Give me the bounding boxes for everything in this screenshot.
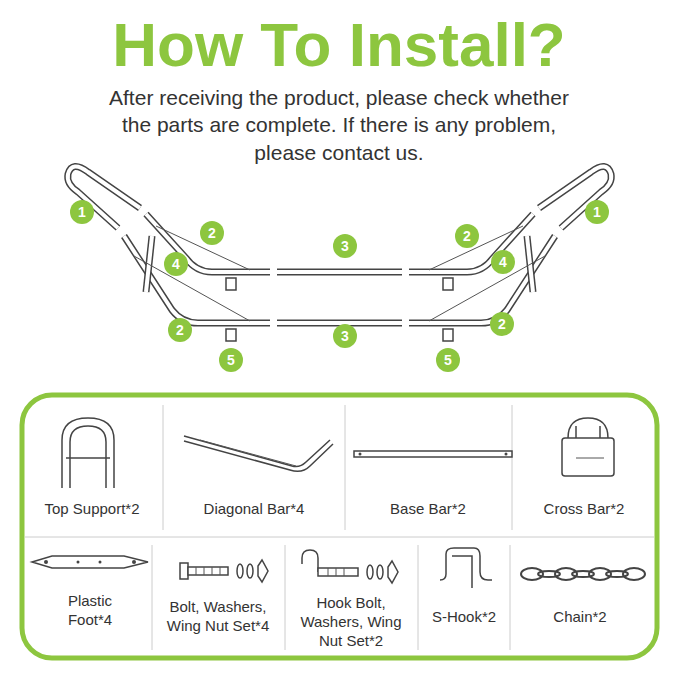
callout-number: 2	[168, 318, 192, 342]
callout-number: 5	[219, 348, 243, 372]
hook-bolt-icon	[302, 550, 398, 583]
cross-bar-icon	[562, 418, 614, 476]
callout-number: 4	[491, 250, 515, 274]
part-name: Chain*2	[520, 608, 640, 627]
callout-number: 3	[333, 324, 357, 348]
s-hook-icon	[440, 548, 492, 588]
callout-number: 2	[455, 224, 479, 248]
stand-left	[68, 166, 270, 341]
part-name: S-Hook*2	[422, 608, 507, 627]
part-name: Diagonal Bar*4	[169, 500, 339, 519]
base-bars	[277, 272, 402, 323]
parts-panel	[22, 395, 657, 658]
callout-number: 1	[585, 200, 609, 224]
part-name: Hook Bolt, Washers, Wing Nut Set*2	[296, 594, 406, 650]
part-name: Top Support*2	[27, 500, 157, 519]
plastic-foot-icon	[32, 556, 148, 568]
base-bar-icon	[354, 451, 512, 457]
chain-icon	[521, 568, 645, 580]
callout-number: 4	[164, 252, 188, 276]
callout-number: 3	[333, 234, 357, 258]
top-support-icon	[62, 418, 114, 488]
page-title: How To Install?	[112, 14, 566, 76]
callout-number: 5	[436, 348, 460, 372]
part-name: Bolt, Washers, Wing Nut Set*4	[156, 598, 281, 636]
callout-number: 2	[200, 221, 224, 245]
callout-number: 2	[490, 312, 514, 336]
bolt-set-icon	[180, 560, 268, 582]
part-name: Cross Bar*2	[519, 500, 649, 519]
panel-dividers	[25, 405, 654, 650]
stand-right	[409, 166, 611, 341]
intro-text: After receiving the product, please chec…	[99, 84, 579, 166]
part-name: Plastic Foot*4	[50, 592, 130, 630]
callout-number: 1	[70, 200, 94, 224]
part-name: Base Bar*2	[348, 500, 508, 519]
diagonal-bar-icon	[184, 436, 333, 471]
